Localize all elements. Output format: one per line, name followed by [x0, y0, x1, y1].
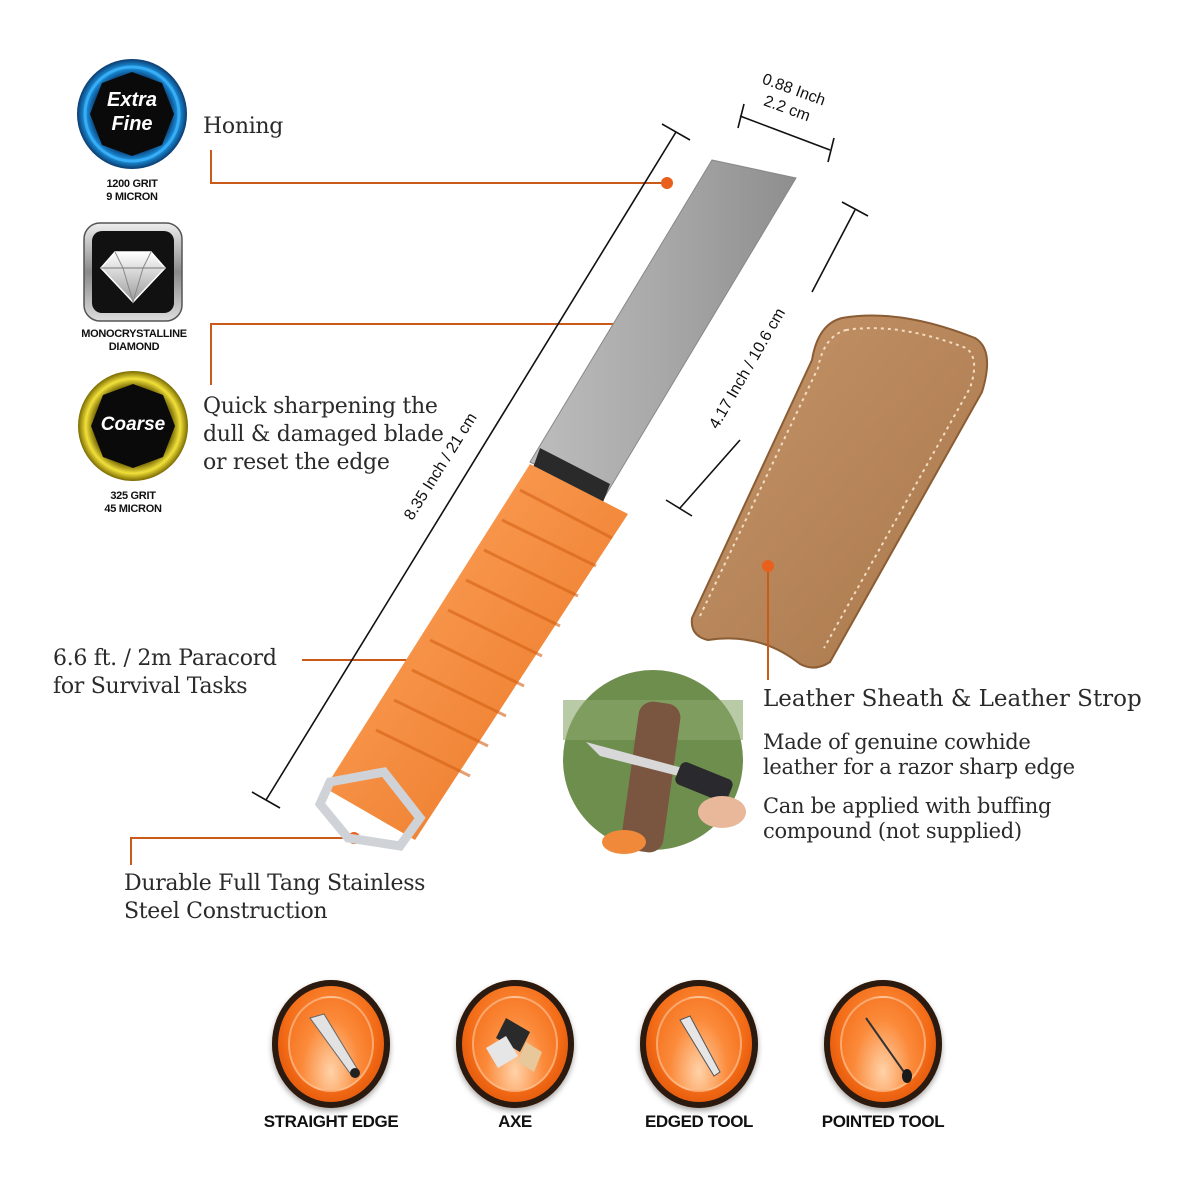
- tool-label-axe: AXE: [498, 1112, 532, 1131]
- honing-label: Honing: [203, 114, 284, 139]
- tool-label-straight-edge: STRAIGHT EDGE: [263, 1112, 399, 1131]
- ferrule: [530, 448, 610, 510]
- in-use-photo: [563, 670, 746, 854]
- stone-length-dimension: [665, 201, 869, 517]
- honing-dot: [661, 177, 673, 189]
- diamond-caption: MONOCRYSTALLINE DIAMOND: [81, 328, 187, 353]
- diamond-stone: [529, 159, 797, 499]
- badge-extra-fine: Extra Fine: [76, 58, 188, 170]
- honing-leader-v: [210, 150, 212, 184]
- axe-icon: [486, 1018, 542, 1072]
- paracord-handle: [325, 464, 628, 840]
- extra-fine-title: Extra Fine: [106, 89, 158, 135]
- sharpening-leader-v: [210, 323, 212, 385]
- badge-diamond: [83, 222, 183, 322]
- extra-fine-caption: 1200 GRIT 9 MICRON: [106, 178, 158, 203]
- tang-label: Durable Full Tang Stainless Steel Constr…: [124, 871, 426, 924]
- tool-edged-tool: [640, 980, 758, 1108]
- tool-pointed-tool: [824, 980, 942, 1108]
- steel-tang: [314, 767, 426, 851]
- tang-leader-v: [130, 837, 132, 865]
- sharpening-label: Quick sharpening the dull & damaged blad…: [203, 394, 444, 475]
- tool-label-pointed-tool: POINTED TOOL: [821, 1112, 945, 1131]
- coarse-caption: 325 GRIT 45 MICRON: [104, 490, 162, 515]
- leather-desc-2: Can be applied with buffing compound (no…: [763, 794, 1052, 843]
- awl-icon: [865, 1017, 912, 1083]
- tool-straight-edge: [272, 980, 390, 1108]
- tool-label-edged-tool: EDGED TOOL: [644, 1112, 754, 1131]
- knife-icon: [309, 1013, 360, 1078]
- leather-sheath: [690, 314, 989, 669]
- coarse-badge-icon: [78, 371, 188, 481]
- leather-desc-1: Made of genuine cowhide leather for a ra…: [763, 730, 1075, 779]
- badge-coarse: Coarse: [77, 370, 189, 482]
- extra-fine-badge-icon: [77, 59, 187, 169]
- width-dimension: [737, 103, 835, 163]
- paracord-label: 6.6 ft. / 2m Paracord for Survival Tasks: [53, 646, 277, 699]
- tang-leader-h: [130, 837, 352, 839]
- tool-axe: [456, 980, 574, 1108]
- paracord-leader: [302, 659, 424, 661]
- honing-leader-h: [210, 182, 666, 184]
- coarse-title: Coarse: [100, 414, 166, 435]
- diamond-icon: [83, 222, 183, 322]
- sharpening-leader-h: [210, 323, 658, 325]
- sharpener-illustration: [251, 103, 989, 854]
- chisel-icon: [679, 1015, 721, 1077]
- leather-title: Leather Sheath & Leather Strop: [763, 686, 1142, 712]
- total-length-dimension: [251, 123, 691, 809]
